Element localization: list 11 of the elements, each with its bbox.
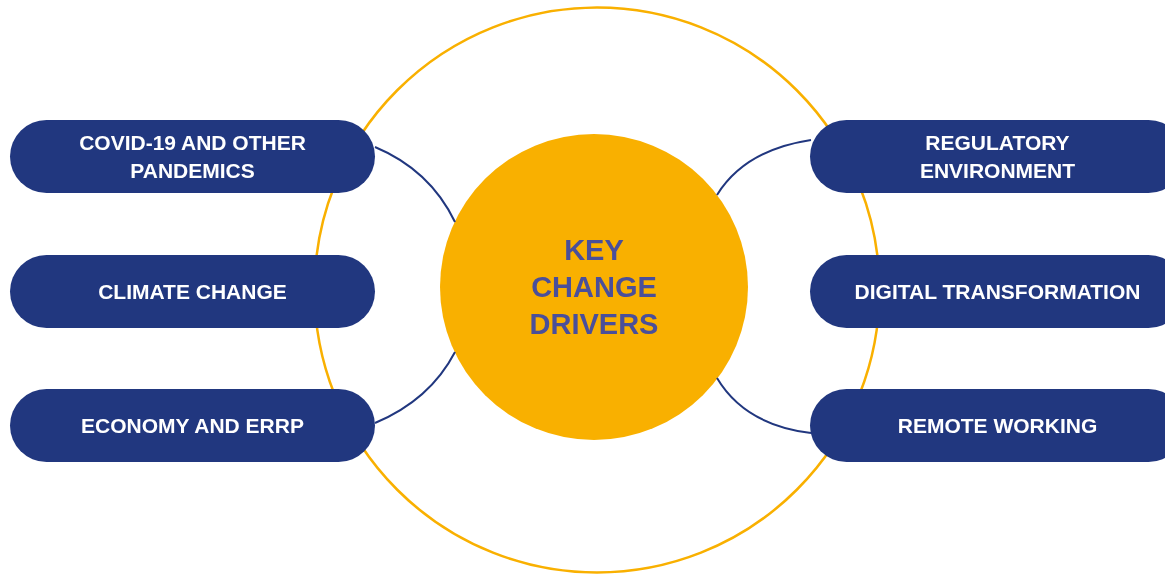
hub-circle: KEY CHANGE DRIVERS (440, 134, 748, 440)
connector-line (716, 139, 812, 196)
driver-pill: REGULATORY ENVIRONMENT (810, 120, 1165, 193)
driver-pill: COVID-19 AND OTHER PANDEMICS (10, 120, 375, 193)
connector-line (716, 377, 812, 434)
driver-pill: REMOTE WORKING (810, 389, 1165, 462)
connector-line (374, 146, 456, 223)
connector-line (374, 351, 456, 424)
driver-pill: CLIMATE CHANGE (10, 255, 375, 328)
driver-pill: ECONOMY AND ERRP (10, 389, 375, 462)
driver-pill: DIGITAL TRANSFORMATION (810, 255, 1165, 328)
